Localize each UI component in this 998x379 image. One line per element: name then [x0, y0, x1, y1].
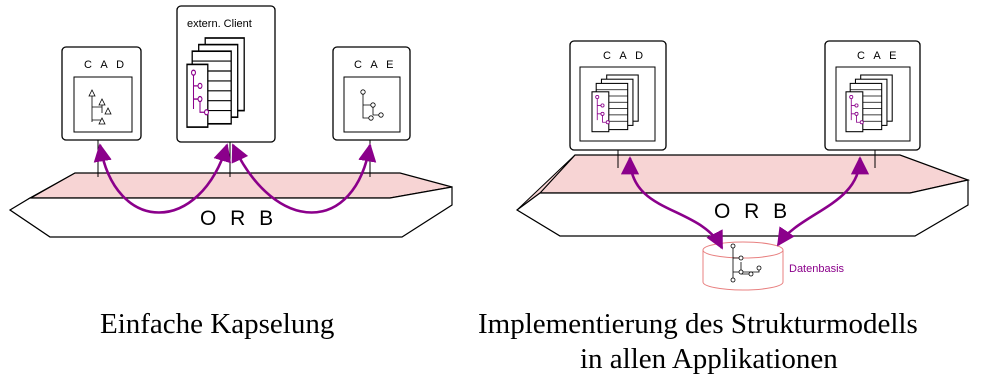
arrow-cae-db — [776, 156, 870, 247]
cad-box: C A D — [61, 46, 142, 177]
database-stack-icon — [591, 74, 639, 133]
cae-box: C A E — [332, 46, 411, 177]
database-stack-icon — [186, 37, 246, 128]
svg-text:extern. Client: extern. Client — [187, 18, 252, 30]
database-stack-icon — [845, 74, 893, 133]
left-diagram: O R B C A D extern. Client — [8, 5, 453, 340]
tree-icon — [360, 89, 384, 121]
arrow-cad-db — [620, 156, 724, 250]
arrow-cad-client — [93, 143, 231, 214]
database-cylinder — [702, 241, 784, 291]
svg-text:C A D: C A D — [603, 50, 646, 62]
client-box: extern. Client — [176, 5, 276, 177]
cae-box: C A E — [824, 40, 921, 168]
caption-right-line2: in allen Applikationen — [580, 343, 838, 375]
svg-text:C A E: C A E — [857, 50, 900, 62]
orb-bar — [515, 154, 971, 237]
database-label: Datenbasis — [789, 263, 845, 275]
tree-icon — [730, 243, 762, 283]
svg-text:C A D: C A D — [84, 59, 127, 71]
tree-icon — [88, 89, 112, 125]
cad-box: C A D — [569, 40, 667, 168]
arrow-client-cae — [231, 143, 377, 214]
right-diagram: O R B C A D C A E — [478, 40, 971, 375]
svg-text:C A E: C A E — [354, 59, 397, 71]
orb-label: O R B — [714, 200, 791, 223]
caption-left: Einfache Kapselung — [100, 308, 334, 340]
orb-bar — [8, 172, 453, 238]
caption-right-line1: Implementierung des Strukturmodells — [478, 308, 918, 340]
orb-label: O R B — [200, 207, 277, 230]
